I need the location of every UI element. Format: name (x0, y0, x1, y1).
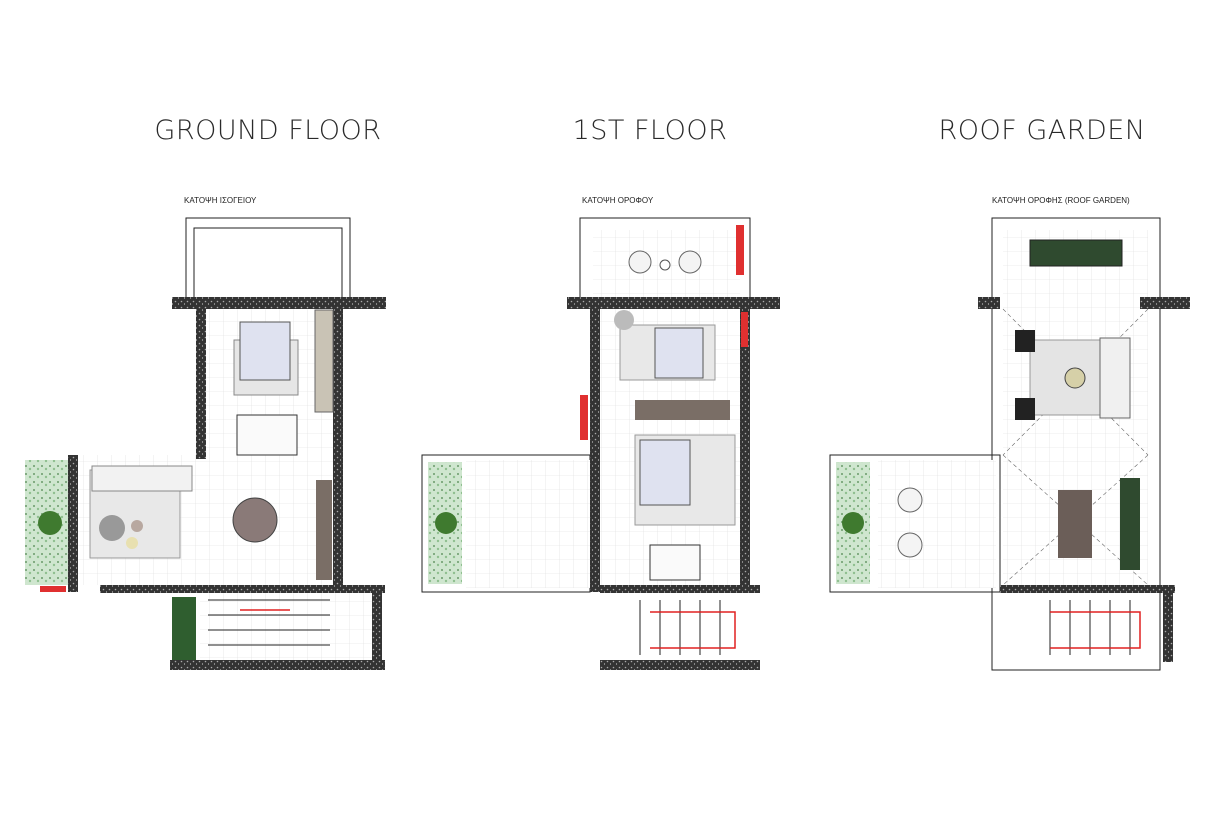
fire-wall-mark (741, 312, 748, 347)
double-bed (654, 327, 704, 379)
planter (1120, 478, 1140, 570)
roof-garden-plan (829, 217, 1190, 671)
armchair (614, 310, 634, 330)
armchair (1015, 398, 1035, 420)
stairs (1049, 600, 1131, 655)
wardrobe (635, 400, 730, 420)
front-balcony (185, 217, 351, 299)
terrace (829, 454, 1001, 593)
lounge-chair (678, 250, 702, 274)
lounge-chair (897, 487, 923, 513)
wall (1140, 297, 1190, 309)
double-bed (639, 439, 691, 506)
lounge-chair (897, 532, 923, 558)
stair-hall (200, 592, 380, 662)
roof-garden-title: ROOF GARDEN (938, 115, 1146, 146)
dining-table (232, 497, 278, 543)
outdoor-sofa (1099, 337, 1131, 419)
wall (600, 585, 760, 593)
wardrobe (314, 309, 334, 413)
bathroom (236, 414, 298, 456)
wall (567, 297, 780, 309)
wall (600, 660, 760, 670)
armchair (1015, 330, 1035, 352)
first-floor-plan (421, 217, 780, 670)
wall (170, 660, 385, 670)
coffee-table (99, 515, 125, 541)
roof-outline (991, 217, 1161, 671)
wall (590, 309, 600, 592)
stair-arrow (1050, 611, 1141, 649)
ground-floor-subtitle: ΚΑΤΟΨΗ ΙΣΟΓΕΙΟΥ (184, 196, 257, 205)
fire-wall-mark (40, 586, 66, 592)
wall (372, 592, 382, 662)
kitchen-counter (316, 480, 332, 580)
sofa (91, 465, 193, 492)
bathroom (649, 544, 701, 581)
double-bed (239, 321, 291, 381)
wall (196, 309, 206, 459)
ground-floor-title: GROUND FLOOR (154, 115, 382, 146)
wall (1163, 592, 1173, 662)
lounge-chair (628, 250, 652, 274)
wall (740, 309, 750, 589)
fire-wall-mark (580, 395, 588, 440)
tree-icon (435, 512, 457, 534)
planter (172, 597, 196, 660)
planter (1029, 239, 1123, 267)
stairs (639, 600, 721, 655)
wall (172, 297, 386, 309)
stairs (208, 599, 330, 646)
wall (1000, 585, 1175, 593)
tree-icon (842, 512, 864, 534)
stair-arrow (650, 611, 736, 649)
fire-wall-mark (736, 225, 744, 275)
first-floor-subtitle: ΚΑΤΟΨΗ ΟΡΟΦΟΥ (582, 196, 654, 205)
roof-garden-subtitle: ΚΑΤΟΨΗ ΟΡΟΦΗΣ (ROOF GARDEN) (992, 196, 1130, 205)
wall (333, 309, 343, 589)
wall (100, 585, 385, 593)
first-floor-title: 1ST FLOOR (572, 115, 728, 146)
coffee-table (1064, 367, 1086, 389)
dining-table (1058, 490, 1092, 558)
ground-floor-plan (25, 217, 386, 670)
wall (978, 297, 1000, 309)
wall (68, 455, 78, 592)
tree-icon (38, 511, 62, 535)
